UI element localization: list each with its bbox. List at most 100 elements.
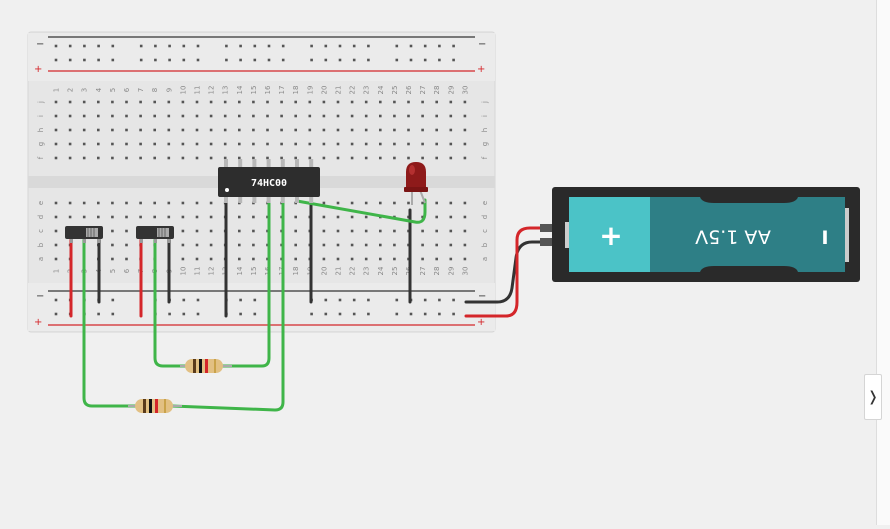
breadboard-hole[interactable]: [463, 243, 467, 247]
breadboard-hole[interactable]: [181, 257, 185, 261]
breadboard-hole[interactable]: [125, 201, 128, 205]
breadboard-hole[interactable]: [68, 156, 72, 160]
breadboard-hole[interactable]: [350, 229, 354, 233]
breadboard-hole[interactable]: [266, 142, 269, 146]
breadboard-hole[interactable]: [294, 243, 297, 247]
breadboard-hole[interactable]: [322, 156, 326, 160]
breadboard-hole[interactable]: [252, 128, 255, 132]
breadboard-hole[interactable]: [252, 142, 255, 146]
breadboard-hole[interactable]: [125, 128, 128, 132]
breadboard-hole[interactable]: [463, 100, 467, 104]
breadboard-hole[interactable]: [153, 215, 156, 219]
rail-hole[interactable]: [367, 298, 370, 302]
breadboard-hole[interactable]: [308, 100, 312, 104]
rail-hole[interactable]: [367, 312, 370, 316]
breadboard-hole[interactable]: [393, 142, 396, 146]
breadboard-hole[interactable]: [421, 229, 424, 233]
rail-hole[interactable]: [409, 312, 413, 316]
breadboard-hole[interactable]: [111, 100, 114, 104]
wire-green-resistor2-chip[interactable]: [170, 198, 285, 412]
breadboard-hole[interactable]: [435, 142, 438, 146]
breadboard-hole[interactable]: [97, 100, 100, 104]
breadboard-hole[interactable]: [209, 128, 213, 132]
resistor-2[interactable]: [128, 399, 182, 413]
breadboard-hole[interactable]: [336, 114, 340, 118]
rail-hole[interactable]: [310, 312, 313, 316]
rail-hole[interactable]: [253, 312, 257, 316]
wire-green-resistor1-chip[interactable]: [218, 198, 271, 368]
rail-hole[interactable]: [452, 298, 455, 302]
breadboard-hole[interactable]: [238, 215, 241, 219]
slide-switch-1[interactable]: [65, 226, 103, 243]
breadboard-hole[interactable]: [181, 142, 185, 146]
breadboard-hole[interactable]: [393, 128, 396, 132]
breadboard-hole[interactable]: [209, 114, 213, 118]
breadboard-hole[interactable]: [82, 100, 86, 104]
rail-hole[interactable]: [352, 44, 356, 48]
breadboard-hole[interactable]: [449, 128, 453, 132]
wire-green-switch1-resistor2[interactable]: [82, 238, 140, 408]
breadboard-hole[interactable]: [379, 128, 382, 132]
breadboard-hole[interactable]: [223, 128, 227, 132]
breadboard-hole[interactable]: [308, 114, 312, 118]
breadboard-hole[interactable]: [280, 156, 283, 160]
breadboard-hole[interactable]: [209, 243, 213, 247]
breadboard-hole[interactable]: [364, 257, 368, 261]
breadboard-hole[interactable]: [393, 257, 396, 261]
breadboard-hole[interactable]: [195, 128, 199, 132]
breadboard-hole[interactable]: [97, 114, 100, 118]
rail-hole[interactable]: [338, 44, 342, 48]
breadboard-hole[interactable]: [322, 215, 326, 219]
breadboard-hole[interactable]: [68, 114, 72, 118]
rail-hole[interactable]: [154, 44, 157, 48]
rail-hole[interactable]: [438, 44, 441, 48]
breadboard-hole[interactable]: [252, 257, 255, 261]
breadboard-hole[interactable]: [463, 229, 467, 233]
breadboard-hole[interactable]: [97, 142, 100, 146]
rail-hole[interactable]: [83, 44, 86, 48]
rail-hole[interactable]: [225, 58, 228, 62]
breadboard-hole[interactable]: [139, 215, 142, 219]
breadboard-hole[interactable]: [280, 128, 283, 132]
rail-hole[interactable]: [239, 312, 242, 316]
rail-hole[interactable]: [352, 312, 356, 316]
breadboard-hole[interactable]: [68, 100, 72, 104]
breadboard-hole[interactable]: [350, 128, 354, 132]
rail-hole[interactable]: [111, 44, 115, 48]
breadboard-hole[interactable]: [111, 128, 114, 132]
breadboard-hole[interactable]: [139, 100, 142, 104]
breadboard-hole[interactable]: [209, 201, 213, 205]
rail-hole[interactable]: [239, 58, 242, 62]
rail-hole[interactable]: [395, 298, 399, 302]
breadboard-hole[interactable]: [449, 114, 453, 118]
breadboard-hole[interactable]: [223, 142, 227, 146]
breadboard-hole[interactable]: [379, 257, 382, 261]
breadboard-hole[interactable]: [111, 243, 114, 247]
rail-hole[interactable]: [324, 58, 328, 62]
breadboard-hole[interactable]: [54, 257, 58, 261]
breadboard-hole[interactable]: [54, 114, 58, 118]
breadboard-hole[interactable]: [54, 156, 58, 160]
breadboard-hole[interactable]: [181, 100, 185, 104]
rail-hole[interactable]: [97, 44, 100, 48]
rail-hole[interactable]: [352, 58, 356, 62]
rail-hole[interactable]: [423, 44, 427, 48]
breadboard-hole[interactable]: [181, 243, 185, 247]
breadboard-hole[interactable]: [350, 257, 354, 261]
rail-hole[interactable]: [281, 44, 285, 48]
rail-hole[interactable]: [196, 312, 200, 316]
breadboard-hole[interactable]: [181, 201, 185, 205]
breadboard-hole[interactable]: [139, 201, 142, 205]
rail-hole[interactable]: [111, 298, 115, 302]
breadboard-hole[interactable]: [280, 100, 283, 104]
breadboard-hole[interactable]: [68, 201, 72, 205]
breadboard-hole[interactable]: [54, 201, 58, 205]
breadboard-hole[interactable]: [153, 128, 156, 132]
breadboard-hole[interactable]: [421, 215, 424, 219]
breadboard-hole[interactable]: [322, 114, 326, 118]
breadboard-hole[interactable]: [463, 201, 467, 205]
battery-terminal-plus[interactable]: [540, 224, 552, 232]
breadboard-hole[interactable]: [125, 243, 128, 247]
breadboard-hole[interactable]: [54, 100, 58, 104]
breadboard-hole[interactable]: [195, 215, 199, 219]
